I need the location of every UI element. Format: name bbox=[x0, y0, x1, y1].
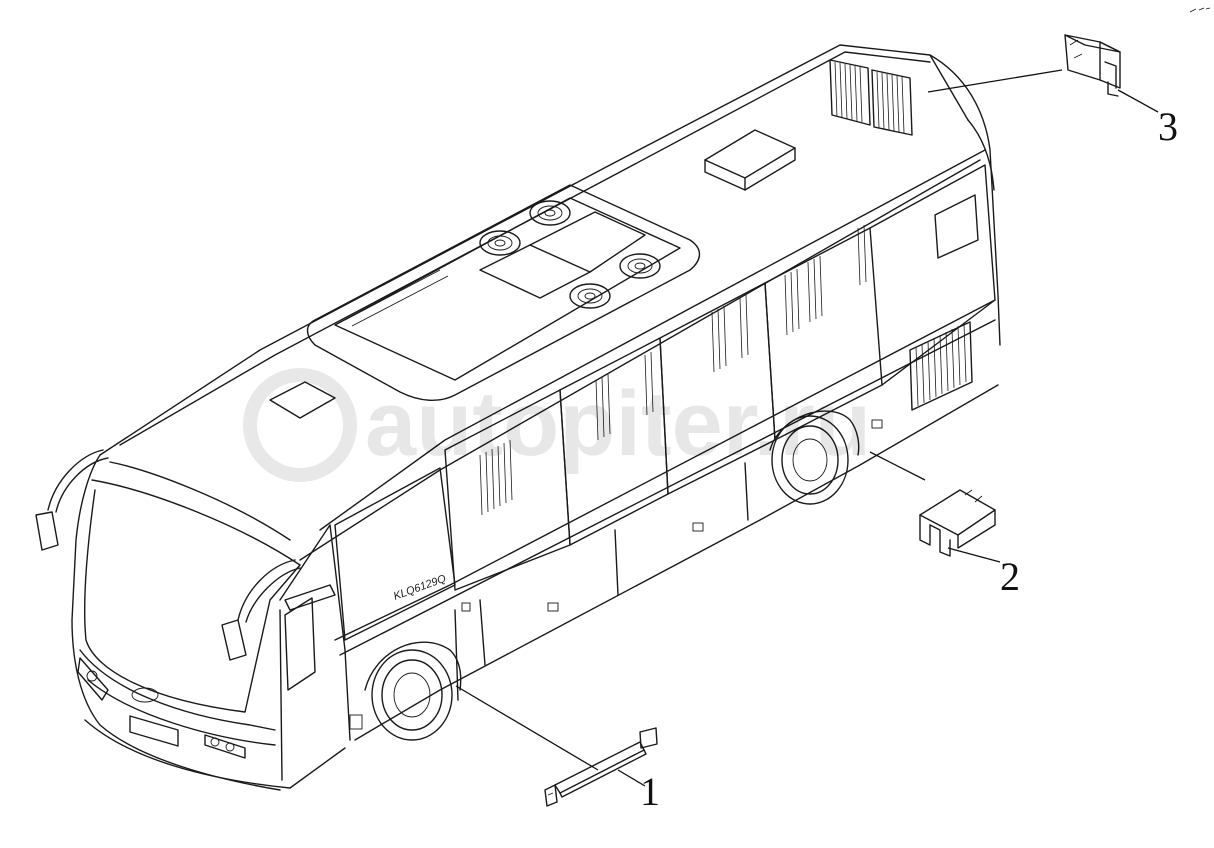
leader-1-bus bbox=[455, 685, 599, 771]
watermark-text: autopiter.ru bbox=[365, 373, 871, 475]
roof-hatch bbox=[704, 129, 796, 191]
bus-model-label: KLQ6129Q bbox=[392, 573, 448, 603]
watermark: autopiter.ru bbox=[243, 368, 871, 482]
leader-2 bbox=[947, 547, 1001, 563]
part-2-channel bbox=[869, 451, 1001, 563]
roof-rear-louvres bbox=[829, 59, 913, 136]
part-1-rail bbox=[455, 685, 658, 807]
part-3-channel bbox=[927, 34, 1159, 113]
leader-1 bbox=[617, 769, 646, 787]
rear-grille bbox=[909, 321, 973, 411]
leader-2-bus bbox=[869, 451, 926, 481]
callout-1: 1 bbox=[640, 769, 660, 814]
leader-3-bus bbox=[927, 69, 1063, 93]
front-wheel bbox=[364, 641, 462, 741]
callout-3: 3 bbox=[1158, 104, 1178, 149]
corner-mark bbox=[1189, 7, 1211, 13]
window-louvres bbox=[479, 224, 867, 516]
roof-ac-unit bbox=[306, 184, 701, 401]
callout-2: 2 bbox=[1000, 554, 1020, 599]
rear-wheel bbox=[769, 410, 860, 505]
leader-3 bbox=[1117, 89, 1159, 113]
